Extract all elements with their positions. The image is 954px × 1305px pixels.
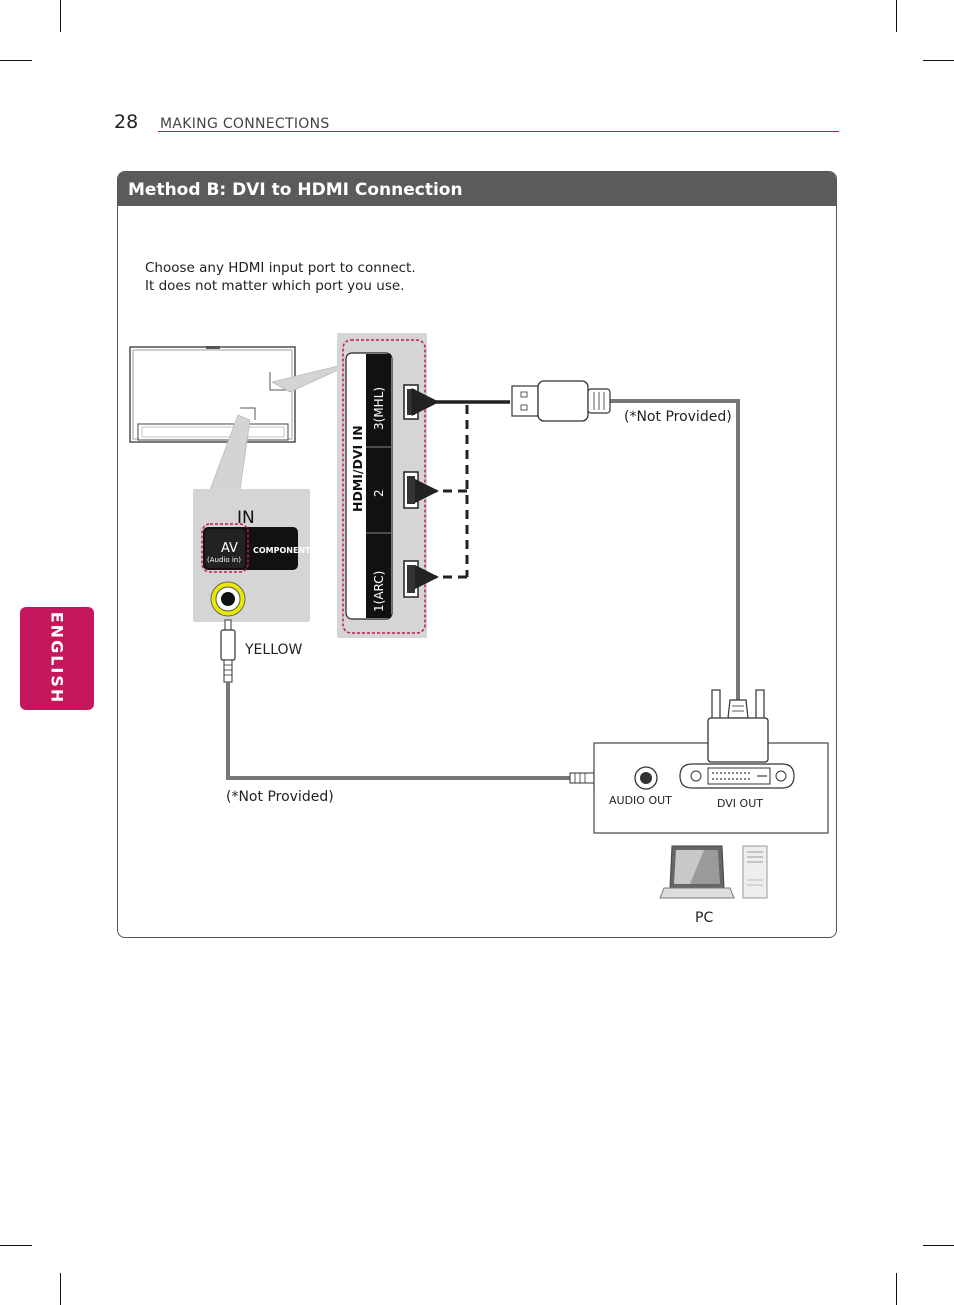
crop-mark — [60, 0, 61, 32]
dvi-out-port — [679, 763, 795, 789]
audio-plug — [220, 619, 236, 683]
language-tab — [20, 607, 94, 710]
hdmi-plug — [511, 380, 611, 422]
instruction-line-2: It does not matter which port you use. — [145, 278, 405, 294]
crop-mark — [0, 1245, 32, 1246]
hdmi-cable — [610, 399, 740, 700]
component-label: COMPONENT — [253, 546, 311, 555]
hdmi-cable-not-provided-label: (*Not Provided) — [624, 409, 732, 425]
crop-mark — [923, 1245, 954, 1246]
laptop-icon — [659, 845, 735, 899]
audio-cable — [226, 682, 570, 780]
tv-back-illustration — [129, 346, 296, 443]
hdmi-port-panel — [337, 333, 427, 638]
crop-mark — [923, 60, 954, 61]
in-label: IN — [237, 508, 255, 528]
yellow-label: YELLOW — [244, 642, 303, 658]
audio-out-jack — [634, 766, 658, 790]
panel-title: Method B: DVI to HDMI Connection — [128, 180, 463, 200]
audio-cable-not-provided-label: (*Not Provided) — [226, 789, 334, 805]
audio-out-label: AUDIO OUT — [609, 794, 672, 807]
audio-in-label: (Audio in) — [207, 556, 241, 564]
page-number: 28 — [114, 111, 139, 133]
instruction-line-1: Choose any HDMI input port to connect. — [145, 260, 416, 276]
section-title: MAKING CONNECTIONS — [160, 116, 330, 132]
av-input-panel — [193, 489, 310, 622]
port-1-label: 1(ARC) — [372, 571, 386, 612]
panel-header: Method B: DVI to HDMI Connection — [118, 172, 836, 206]
av-label: AV — [221, 541, 238, 556]
port-3-label: 3(MHL) — [372, 387, 386, 430]
hdmi-dvi-in-label: HDMI/DVI IN — [350, 425, 365, 512]
crop-mark — [60, 1273, 61, 1305]
dvi-plug — [707, 689, 769, 763]
port-2-label: 2 — [372, 489, 386, 497]
dvi-out-label: DVI OUT — [717, 797, 763, 810]
method-panel: Method B: DVI to HDMI Connection — [117, 171, 837, 938]
crop-mark — [896, 1273, 897, 1305]
pc-label: PC — [695, 910, 713, 926]
desktop-tower-icon — [742, 845, 768, 899]
crop-mark — [896, 0, 897, 32]
header-rule — [158, 131, 839, 132]
crop-mark — [0, 60, 32, 61]
